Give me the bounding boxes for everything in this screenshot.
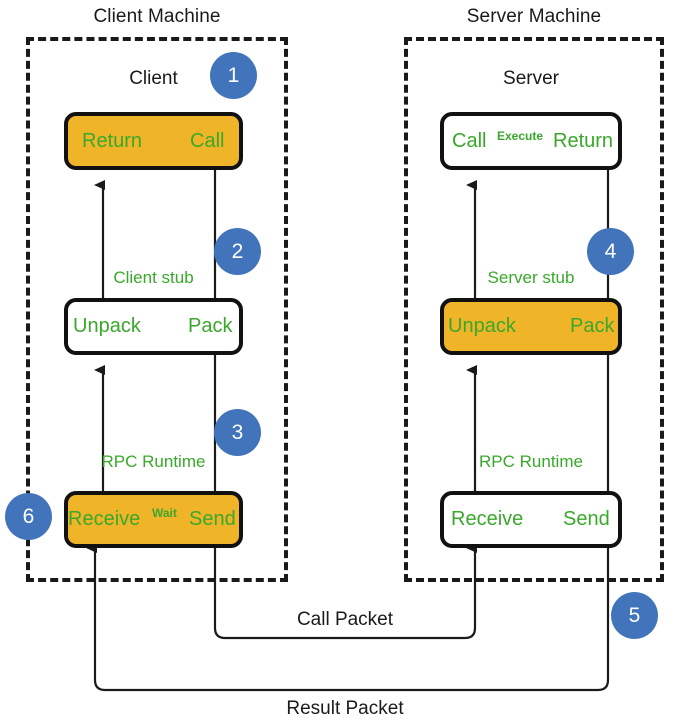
step-badge-6[interactable]: 6 [5, 493, 52, 540]
client-runtime-box [64, 491, 243, 548]
server-app-call-label: Call [452, 130, 487, 152]
client-stub-label: Client stub [113, 268, 194, 287]
client-stub-unpack-label: Unpack [73, 315, 141, 337]
client-runtime-send-label: Send [189, 508, 236, 530]
call-packet-label: Call Packet [296, 609, 394, 630]
server-machine-boundary [404, 37, 664, 582]
client-runtime-label: RPC Runtime [101, 452, 206, 471]
server-stub-unpack-label: Unpack [448, 315, 516, 337]
step-badge-4[interactable]: 4 [587, 228, 634, 275]
call-packet-connector [213, 543, 477, 640]
client-machine-boundary [26, 37, 288, 582]
result-packet-label: Result Packet [286, 698, 404, 719]
client-stub-pack-label: Pack [188, 315, 233, 337]
server-runtime-box [440, 491, 622, 548]
client-runtime-wait-label: Wait [152, 506, 177, 520]
client-runtime-receive-label: Receive [68, 508, 141, 530]
server-stub-label: Server stub [487, 268, 575, 287]
server-stub-box [440, 298, 622, 355]
client-app-return-label: Return [82, 130, 143, 152]
step-badge-5[interactable]: 5 [611, 592, 658, 639]
client-app-call-label: Call [190, 130, 225, 152]
server-app-box [440, 112, 622, 170]
step-badge-2[interactable]: 2 [214, 228, 261, 275]
server-machine-title: Server Machine [466, 6, 602, 27]
client-app-label: Client [129, 68, 178, 89]
server-app-return-label: Return [553, 130, 614, 152]
server-runtime-send-label: Send [563, 508, 610, 530]
step-badge-1[interactable]: 1 [210, 52, 257, 99]
server-app-execute-label: Execute [497, 129, 544, 143]
server-runtime-receive-label: Receive [451, 508, 524, 530]
client-machine-title: Client Machine [93, 6, 221, 27]
server-app-label: Server [503, 68, 559, 89]
client-app-box [64, 112, 243, 170]
server-stub-pack-label: Pack [570, 315, 615, 337]
result-packet-connector [86, 543, 610, 692]
client-stub-box [64, 298, 243, 355]
server-runtime-label: RPC Runtime [479, 452, 583, 471]
step-badge-3[interactable]: 3 [214, 409, 261, 456]
